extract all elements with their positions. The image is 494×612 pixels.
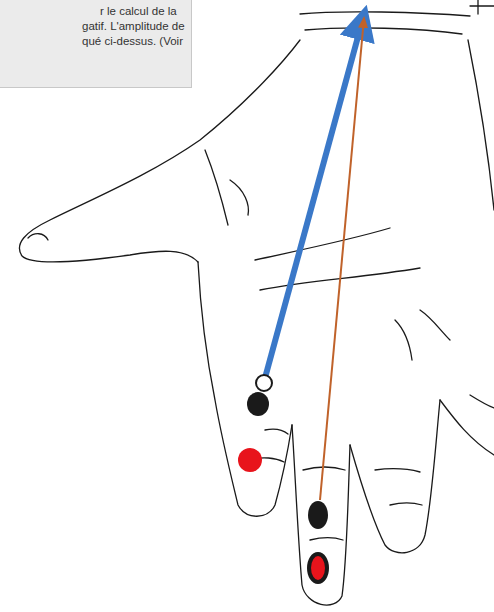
black-marker: [308, 501, 328, 529]
note-panel: r le calcul de lagatif. L'amplitude dequ…: [0, 0, 192, 88]
red-marker: [309, 554, 327, 582]
black-marker: [247, 392, 269, 416]
white-marker: [256, 375, 272, 391]
note-text: r le calcul de la: [100, 4, 187, 19]
red-marker: [238, 448, 262, 472]
note-text: qué ci-dessus. (Voir: [82, 34, 187, 49]
note-text: gatif. L'amplitude de: [82, 19, 187, 34]
hand-outline: [19, 0, 494, 605]
brown-arrow: [320, 18, 364, 500]
